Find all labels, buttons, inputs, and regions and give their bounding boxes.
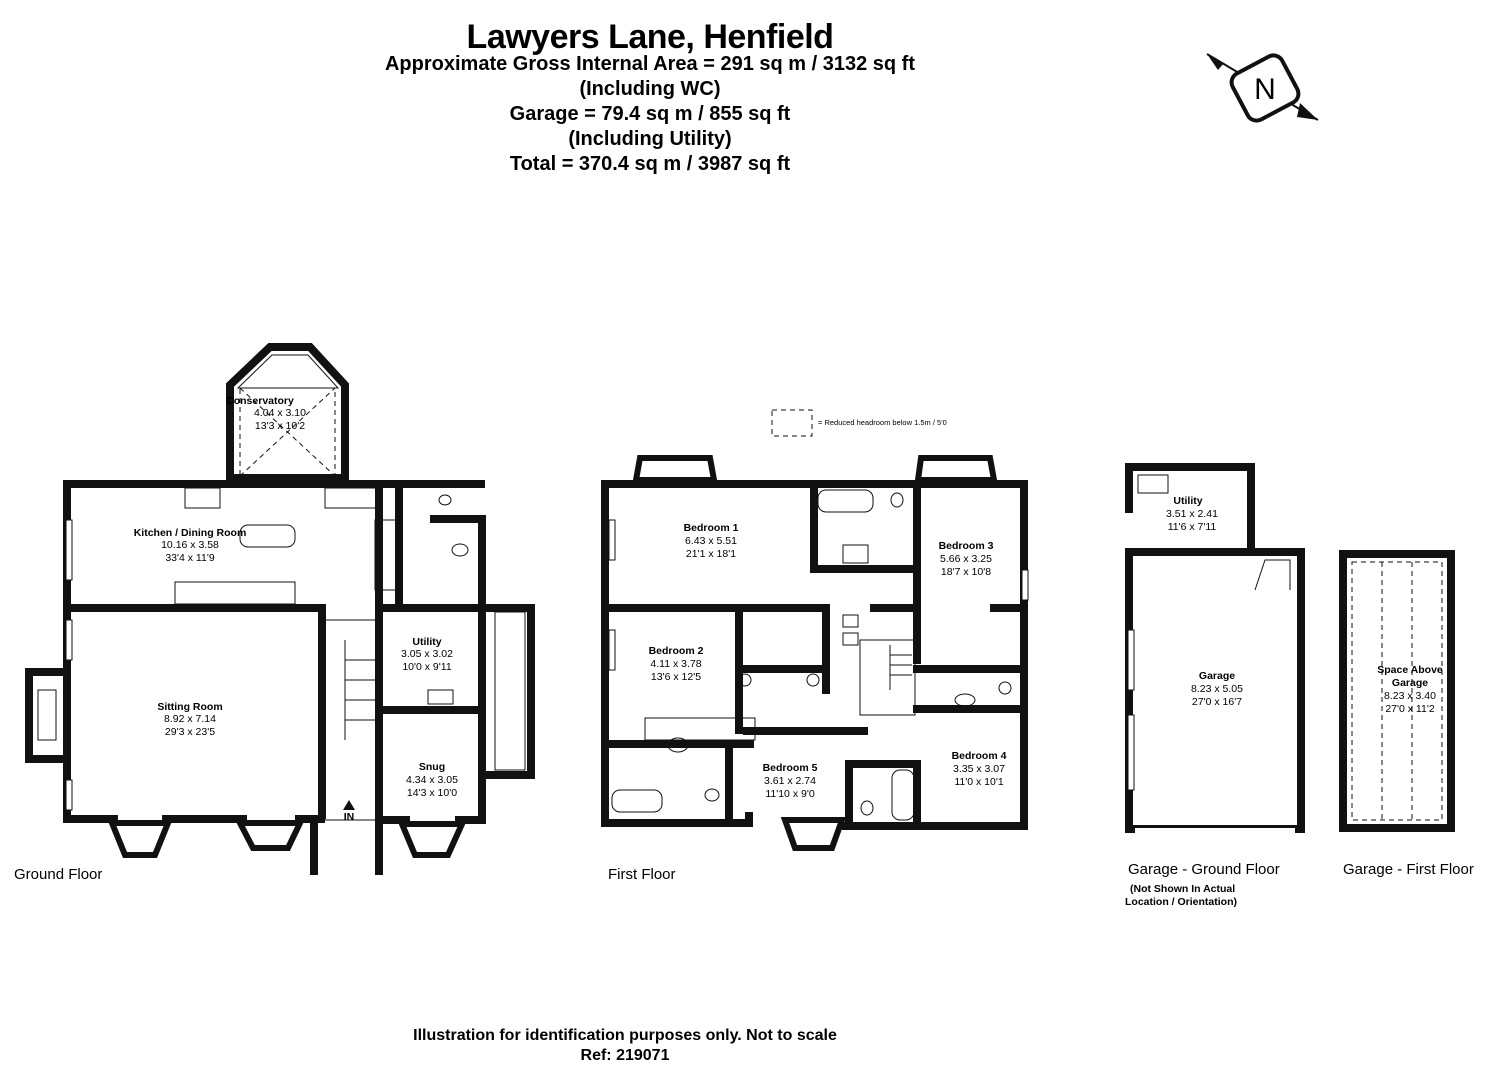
garage-utility-imperial: 11'6 x 7'11 <box>1168 521 1217 533</box>
area-line-2: (Including WC) <box>579 78 721 100</box>
sitting-room-metric: 8.92 x 7.14 <box>164 713 216 725</box>
garage-utility-name: Utility <box>1173 495 1202 507</box>
north-compass-icon: N <box>1206 53 1319 123</box>
reference: Ref: 219071 <box>580 1047 670 1064</box>
utility-gf-imperial: 10'0 x 9'11 <box>402 661 452 673</box>
area-line-1: Approximate Gross Internal Area = 291 sq… <box>384 53 916 75</box>
kitchen-metric: 10.16 x 3.58 <box>161 539 219 551</box>
bedroom3-name: Bedroom 3 <box>939 540 994 552</box>
space-above-name: Space Above <box>1377 664 1443 676</box>
garage-first-floor-label: Garage - First Floor <box>1343 861 1474 878</box>
reduced-headroom-swatch <box>771 409 813 437</box>
garage-metric: 8.23 x 5.05 <box>1191 683 1243 695</box>
bedroom2-name: Bedroom 2 <box>649 645 704 657</box>
bedroom1-imperial: 21'1 x 18'1 <box>686 548 736 560</box>
bedroom5-imperial: 11'10 x 9'0 <box>765 788 815 800</box>
bedroom2-imperial: 13'6 x 12'5 <box>651 671 701 683</box>
garage-note-line-1: (Not Shown In Actual <box>1130 883 1236 895</box>
ground-floor-plan <box>25 343 535 875</box>
bedroom1-name: Bedroom 1 <box>684 522 739 534</box>
first-floor-plan <box>601 455 1029 851</box>
conservatory-imperial: 13'3 x 10'2 <box>255 420 305 432</box>
bedroom4-name: Bedroom 4 <box>952 750 1007 762</box>
garage-utility-metric: 3.51 x 2.41 <box>1166 508 1218 520</box>
area-line-3: Garage = 79.4 sq m / 855 sq ft <box>509 103 791 125</box>
snug-name: Snug <box>419 761 445 773</box>
entrance-label: IN <box>344 811 355 823</box>
space-above-imperial: 27'0 x 11'2 <box>1385 703 1435 715</box>
area-line-5: Total = 370.4 sq m / 3987 sq ft <box>509 153 791 175</box>
disclaimer: Illustration for identification purposes… <box>413 1027 837 1044</box>
garage-ground-floor-label: Garage - Ground Floor <box>1128 861 1280 878</box>
conservatory-metric: 4.04 x 3.10 <box>254 407 306 419</box>
sitting-room-imperial: 29'3 x 23'5 <box>165 726 215 738</box>
compass-letter: N <box>1254 73 1276 106</box>
snug-imperial: 14'3 x 10'0 <box>407 787 457 799</box>
plan-title: Lawyers Lane, Henfield <box>466 18 834 56</box>
garage-ground-floor-plan <box>1125 463 1305 833</box>
sitting-room-name: Sitting Room <box>157 701 222 713</box>
utility-gf-name: Utility <box>412 636 441 648</box>
bedroom5-metric: 3.61 x 2.74 <box>764 775 816 787</box>
snug-metric: 4.34 x 3.05 <box>406 774 458 786</box>
utility-gf-metric: 3.05 x 3.02 <box>401 648 453 660</box>
bedroom5-name: Bedroom 5 <box>763 762 818 774</box>
area-line-4: (Including Utility) <box>568 128 732 150</box>
first-floor-label: First Floor <box>608 866 676 883</box>
kitchen-imperial: 33'4 x 11'9 <box>165 552 215 564</box>
space-above-metric: 8.23 x 3.40 <box>1384 690 1436 702</box>
garage-name: Garage <box>1199 670 1235 682</box>
bedroom2-metric: 4.11 x 3.78 <box>650 658 701 670</box>
garage-imperial: 27'0 x 16'7 <box>1192 696 1242 708</box>
bedroom3-imperial: 18'7 x 10'8 <box>941 566 991 578</box>
conservatory-name: Conservatory <box>226 395 294 407</box>
bedroom3-metric: 5.66 x 3.25 <box>940 553 992 565</box>
bedroom1-metric: 6.43 x 5.51 <box>685 535 737 547</box>
bedroom4-metric: 3.35 x 3.07 <box>953 763 1005 775</box>
garage-first-floor-plan <box>1339 550 1455 832</box>
legend-text: = Reduced headroom below 1.5m / 5'0 <box>818 418 947 427</box>
space-above-name-2: Garage <box>1392 677 1428 689</box>
kitchen-name: Kitchen / Dining Room <box>134 527 247 539</box>
ground-floor-label: Ground Floor <box>14 866 103 883</box>
garage-note-line-2: Location / Orientation) <box>1125 896 1237 908</box>
bedroom4-imperial: 11'0 x 10'1 <box>954 776 1004 788</box>
